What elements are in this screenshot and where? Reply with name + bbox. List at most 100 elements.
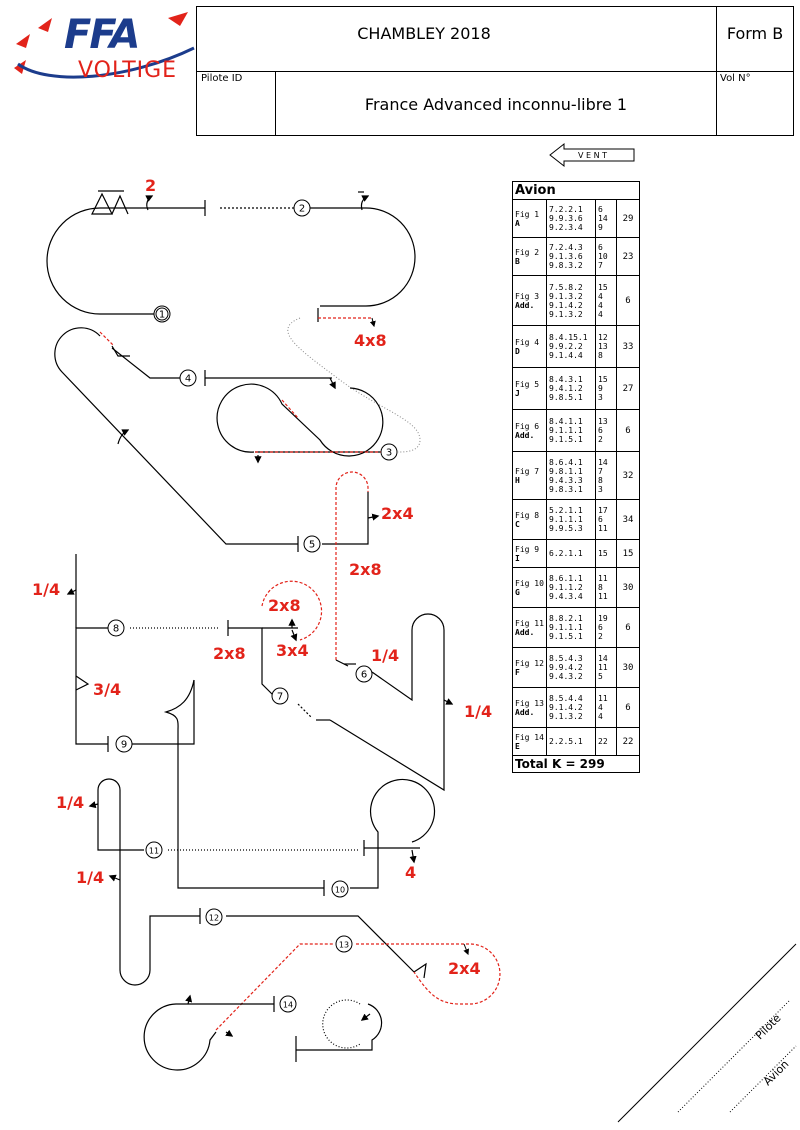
k-value: 22 <box>598 737 608 746</box>
k-value: 6 <box>598 205 603 214</box>
k-value: 9 <box>598 223 603 232</box>
k-value: 7 <box>598 466 603 476</box>
form-label: Form B <box>726 24 784 43</box>
catalog-number: 8.4.15.1 <box>549 333 588 342</box>
figure-12 <box>226 915 427 979</box>
k-value: 4 <box>598 703 603 712</box>
annotation-a7: 2x8 <box>213 644 246 663</box>
header-divider <box>196 71 794 72</box>
catalog-number: 9.1.3.6 <box>549 252 583 261</box>
annotation-a9: 1/4 <box>371 646 399 665</box>
k-value: 14 <box>598 457 608 467</box>
table-total-cell: 32 <box>616 451 640 500</box>
fig-label: Fig 11 <box>515 618 544 628</box>
k-value: 3 <box>598 393 603 402</box>
k-value: 8 <box>598 351 603 360</box>
catalog-number: 9.4.3.3 <box>549 475 583 485</box>
figure-13-red-loop <box>356 943 501 1005</box>
catalog-number: 9.9.5.3 <box>549 524 583 533</box>
fig-label: Fig 5 <box>515 379 540 389</box>
figure-11 <box>88 778 360 986</box>
vol-label: Vol N° <box>720 73 751 84</box>
table-total-cell: 6 <box>616 607 640 648</box>
k-value: 8 <box>598 583 603 592</box>
catalog-number: 9.1.3.2 <box>549 291 583 301</box>
fig-letter: I <box>515 553 520 563</box>
k-value: 6 <box>598 515 603 524</box>
annotations: 2 4x8 2x4 2x8 1/4 2x8 2x8 3x4 1/4 1/4 3/… <box>32 176 492 978</box>
annotation-a2: 4x8 <box>354 331 387 350</box>
fig-label: Fig 10 <box>515 578 544 588</box>
figure-number-text: 14 <box>283 1001 293 1010</box>
catalog-number: 9.9.4.2 <box>549 663 583 672</box>
k-value: 13 <box>598 342 608 351</box>
k-value: 15 <box>598 549 608 558</box>
annotation-a13: 1/4 <box>76 868 104 887</box>
fig-letter: Add. <box>515 707 535 717</box>
table-total-cell: 6 <box>616 687 640 728</box>
catalog-number: 8.6.1.1 <box>549 574 583 583</box>
annotation-a14: 4 <box>405 863 416 882</box>
annotation-a8: 3x4 <box>276 641 309 660</box>
fig-label: Fig 6 <box>515 421 540 431</box>
catalog-number: 9.8.5.1 <box>549 393 583 402</box>
figure-number-text: 2 <box>299 204 305 215</box>
logo-text-ffa: FFA <box>64 12 140 58</box>
k-value: 6 <box>598 623 603 632</box>
figure-8 <box>66 554 218 752</box>
figure-number-circle <box>107 619 125 637</box>
figure-3-red-cross <box>281 399 299 419</box>
catalog-number: 8.5.4.3 <box>549 654 583 663</box>
catalog-number: 9.9.2.2 <box>549 342 583 351</box>
catalog-number: 8.4.3.1 <box>549 375 583 384</box>
k-value: 4 <box>598 300 603 310</box>
table-total-cell: 34 <box>616 499 640 540</box>
k-value: 11 <box>598 592 608 601</box>
catalog-number: 2.2.5.1 <box>549 737 583 746</box>
annotation-a12: 1/4 <box>56 793 84 812</box>
catalog-number: 9.1.1.1 <box>549 426 583 435</box>
table-total-cell: 29 <box>616 199 640 238</box>
catalog-number: 7.2.4.3 <box>549 243 583 252</box>
k-value: 15 <box>598 375 608 384</box>
pilot-id-label: Pilote ID <box>201 73 243 84</box>
k-value: 12 <box>598 333 608 342</box>
figure-7 <box>227 618 313 719</box>
catalog-number: 9.1.1.1 <box>549 623 583 632</box>
catalog-number: 9.1.1.1 <box>549 515 583 524</box>
fig-letter: J <box>515 388 520 398</box>
annotation-a15: 2x4 <box>448 959 481 978</box>
k-value: 6 <box>598 426 603 435</box>
catalog-number: 9.1.4.2 <box>549 300 583 310</box>
header-vline-right <box>716 6 717 136</box>
k-value: 14 <box>598 214 608 223</box>
fig-letter: Add. <box>515 300 535 310</box>
fig-label: Fig 2 <box>515 247 540 257</box>
fig-label: Fig 3 <box>515 291 540 301</box>
header-vline-left <box>275 71 276 136</box>
fig-label: Fig 8 <box>515 510 540 520</box>
figure-number-circle <box>115 735 133 753</box>
k-value: 9 <box>598 384 603 393</box>
catalog-number: 9.1.4.2 <box>549 703 583 712</box>
fig-letter: E <box>515 741 520 751</box>
k-value: 11 <box>598 694 608 703</box>
k-value: 13 <box>598 417 608 426</box>
figure-14 <box>143 994 383 1071</box>
k-value: 11 <box>598 524 608 533</box>
plane-label: Avion <box>761 1058 792 1089</box>
k-value: 8 <box>598 475 603 485</box>
figure-6 <box>316 613 454 792</box>
program-title: France Advanced inconnu-libre 1 <box>364 95 628 114</box>
